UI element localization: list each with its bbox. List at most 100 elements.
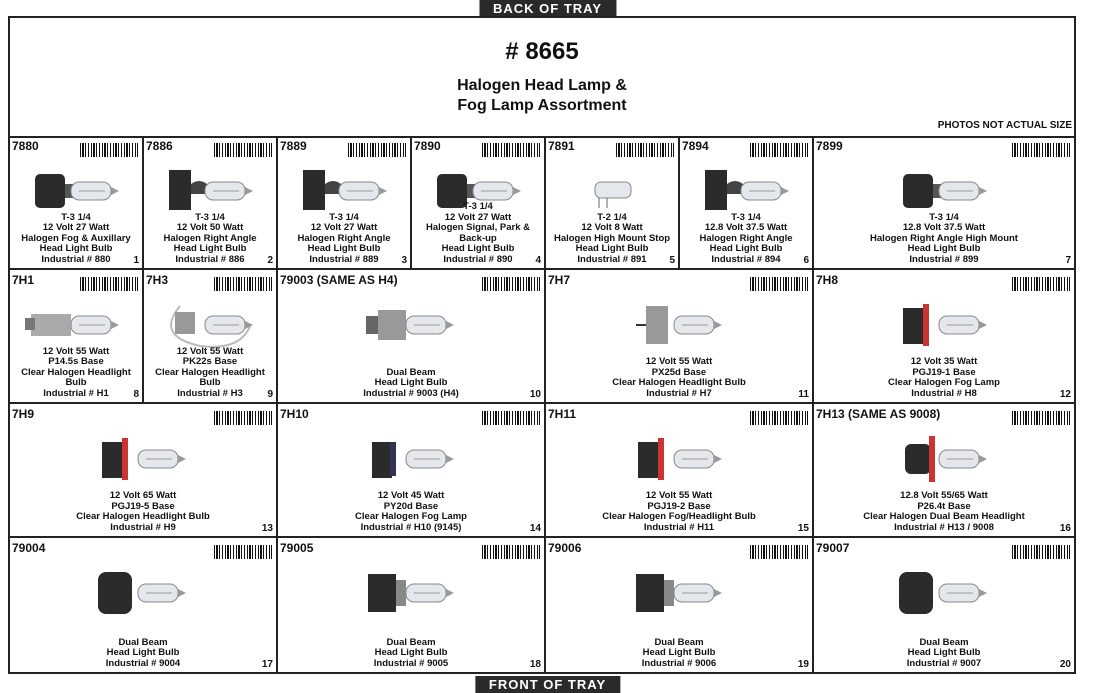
- product-code: 7886: [146, 139, 173, 153]
- barcode: [80, 273, 138, 291]
- description-line: Halogen Right Angle: [297, 232, 391, 244]
- barcode: [750, 407, 808, 425]
- bulb-image: [680, 160, 812, 222]
- description-line: PGJ19-1 Base: [912, 366, 976, 378]
- product-code: 7H8: [816, 273, 839, 287]
- product-code: 79006: [548, 541, 582, 555]
- description-line: 12 Volt 65 Watt: [109, 490, 177, 501]
- description-line: Head Light Bulb: [642, 647, 716, 658]
- description-line: 12 Volt 8 Watt: [581, 222, 643, 233]
- bulb-image: [412, 160, 544, 222]
- product-code: 7H13 (SAME AS 9008): [816, 407, 941, 421]
- description-line: 12.8 Volt 37.5 Watt: [704, 222, 788, 233]
- description-line: Dual Beam: [118, 636, 168, 648]
- barcode: [482, 139, 540, 157]
- bulb-image: [10, 160, 142, 222]
- header: # 8665 Halogen Head Lamp & Fog Lamp Asso…: [10, 18, 1074, 138]
- barcode: [482, 541, 540, 559]
- description-line: Clear Halogen Fog Lamp: [888, 377, 1000, 388]
- position-number: 20: [1059, 659, 1071, 670]
- bulb-image: [10, 562, 276, 624]
- description-line: Head Light Bulb: [374, 647, 448, 658]
- description-line: Industrial # 889: [309, 253, 379, 265]
- description-line: Head Light Bulb: [374, 377, 448, 388]
- description-line: Industrial # 899: [909, 253, 979, 265]
- bulb-image: [546, 294, 812, 356]
- position-number: 9: [267, 389, 273, 400]
- bulb-image: [546, 428, 812, 490]
- description-line: Head Light Bulb: [709, 243, 783, 254]
- barcode: [348, 139, 406, 157]
- position-number: 17: [261, 659, 273, 670]
- description-line: 12 Volt 55 Watt: [645, 490, 713, 501]
- bulb-image: [278, 562, 544, 624]
- title-line-2: Fog Lamp Assortment: [457, 97, 627, 114]
- description-line: Industrial # H1: [43, 387, 109, 399]
- bulb-image: [144, 160, 276, 222]
- description-line: Industrial # 9007: [906, 657, 982, 669]
- description-line: T-3 1/4: [329, 211, 359, 223]
- description-line: 12.8 Volt 37.5 Watt: [902, 222, 986, 233]
- description-line: Industrial # 891: [577, 253, 647, 265]
- position-number: 18: [529, 659, 541, 670]
- product-code: 7H7: [548, 273, 571, 287]
- barcode: [1012, 139, 1070, 157]
- position-number: 10: [529, 389, 541, 400]
- description-line: PGJ19-2 Base: [647, 500, 711, 512]
- barcode: [482, 407, 540, 425]
- title-line-1: Halogen Head Lamp &: [457, 77, 627, 94]
- position-number: 7: [1065, 255, 1071, 266]
- description-line: Industrial # H9: [110, 521, 176, 533]
- description-line: PGJ19-5 Base: [111, 500, 175, 512]
- description-line: 12 Volt 50 Watt: [176, 222, 244, 233]
- tray-frame: # 8665 Halogen Head Lamp & Fog Lamp Asso…: [8, 16, 1076, 674]
- product-code: 79007: [816, 541, 850, 555]
- position-number: 3: [401, 255, 407, 266]
- description-line: T-2 1/4: [597, 211, 627, 223]
- barcode: [1012, 273, 1070, 291]
- description-line: Industrial # 9005: [373, 657, 449, 669]
- description-line: Industrial # H10 (9145): [360, 521, 462, 533]
- product-code: 7891: [548, 139, 575, 153]
- description-line: Industrial # 894: [711, 253, 781, 265]
- description-line: Industrial # 9004: [105, 657, 181, 669]
- photos-note: PHOTOS NOT ACTUAL SIZE: [937, 120, 1072, 131]
- description-line: Clear Halogen Headlight Bulb: [21, 366, 131, 388]
- barcode: [750, 139, 808, 157]
- product-code: 79004: [12, 541, 46, 555]
- description-line: T-3 1/4: [731, 211, 761, 223]
- description-line: Industrial # 9006: [641, 657, 717, 669]
- product-code: 7H3: [146, 273, 169, 287]
- description-line: 12.8 Volt 55/65 Watt: [900, 490, 988, 501]
- barcode: [616, 139, 674, 157]
- barcode: [214, 541, 272, 559]
- description-line: 12 Volt 55 Watt: [176, 345, 244, 357]
- description-line: Industrial # 880: [41, 253, 111, 265]
- product-code: 7889: [280, 139, 307, 153]
- product-code: 7890: [414, 139, 441, 153]
- description-line: 12 Volt 45 Watt: [377, 490, 445, 501]
- description-line: Head Light Bulb: [441, 243, 515, 254]
- description-line: Dual Beam: [919, 636, 969, 648]
- product-code: 7H1: [12, 273, 35, 287]
- barcode: [750, 273, 808, 291]
- bulb-image: [10, 294, 142, 356]
- description-line: T-3 1/4: [195, 211, 225, 223]
- product-code: 7899: [816, 139, 843, 153]
- description-line: Industrial # H11: [643, 521, 715, 533]
